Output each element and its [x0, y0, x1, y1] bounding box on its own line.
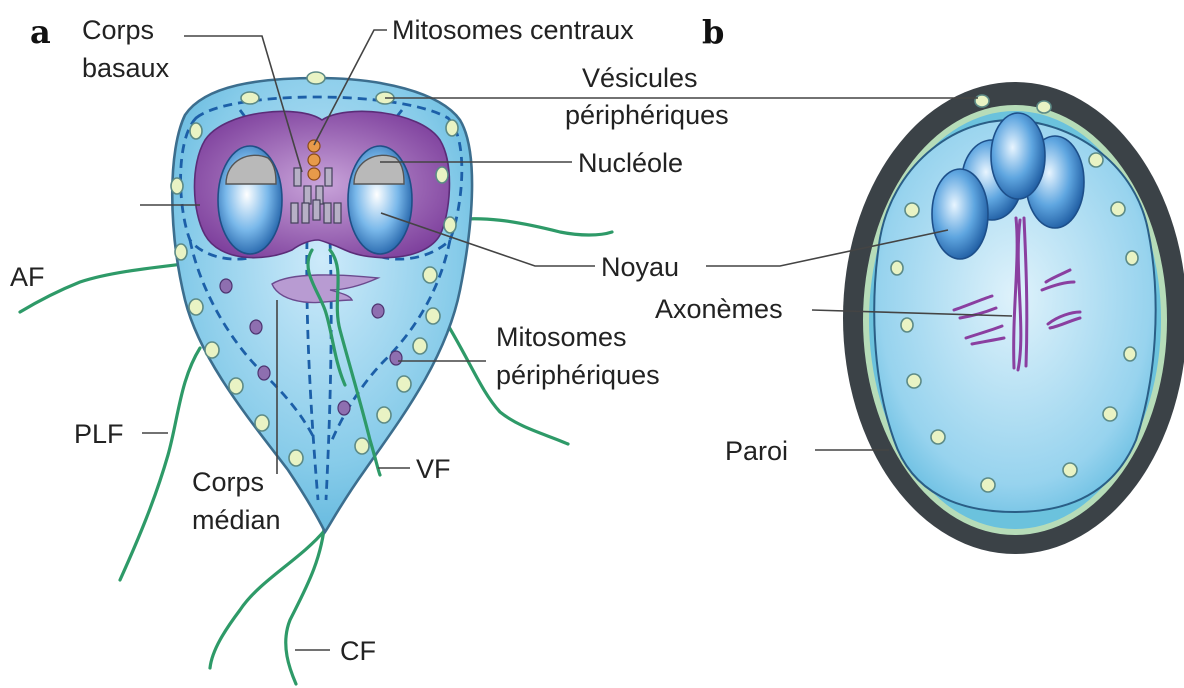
label-paroi: Paroi	[725, 436, 788, 466]
label-axonemes: Axonèmes	[655, 294, 783, 324]
anterior-flagellum-left	[20, 262, 200, 312]
cyst-nucleus-3	[991, 113, 1045, 199]
central-mitosomes	[308, 140, 320, 180]
label-corps-median-line2: médian	[192, 505, 281, 535]
label-mitosomes-centraux: Mitosomes centraux	[392, 15, 634, 45]
caudal-flagellum-2	[210, 530, 325, 668]
panel-letter-a: a	[30, 13, 51, 51]
label-mitosomes-peripheriques-line2: périphériques	[496, 360, 660, 390]
cyst	[843, 82, 1184, 554]
label-corps-median-line1: Corps	[192, 467, 264, 497]
label-af: AF	[10, 262, 45, 292]
label-vesicules-line2: périphériques	[565, 100, 729, 130]
caudal-flagellum	[286, 520, 325, 684]
posterolateral-flagellum-left	[120, 348, 200, 580]
label-mitosomes-peripheriques-line1: Mitosomes	[496, 322, 627, 352]
label-corps-basaux-line2: basaux	[82, 53, 170, 83]
label-corps-basaux-line1: Corps	[82, 15, 154, 45]
label-plf: PLF	[74, 419, 124, 449]
label-noyau: Noyau	[601, 252, 679, 282]
label-vesicules-line1: Vésicules	[582, 63, 698, 93]
label-vf: VF	[416, 454, 451, 484]
label-cf: CF	[340, 636, 376, 666]
cyst-nucleus-4	[932, 169, 988, 259]
panel-letter-b: b	[702, 13, 724, 51]
label-nucleole: Nucléole	[578, 148, 683, 178]
